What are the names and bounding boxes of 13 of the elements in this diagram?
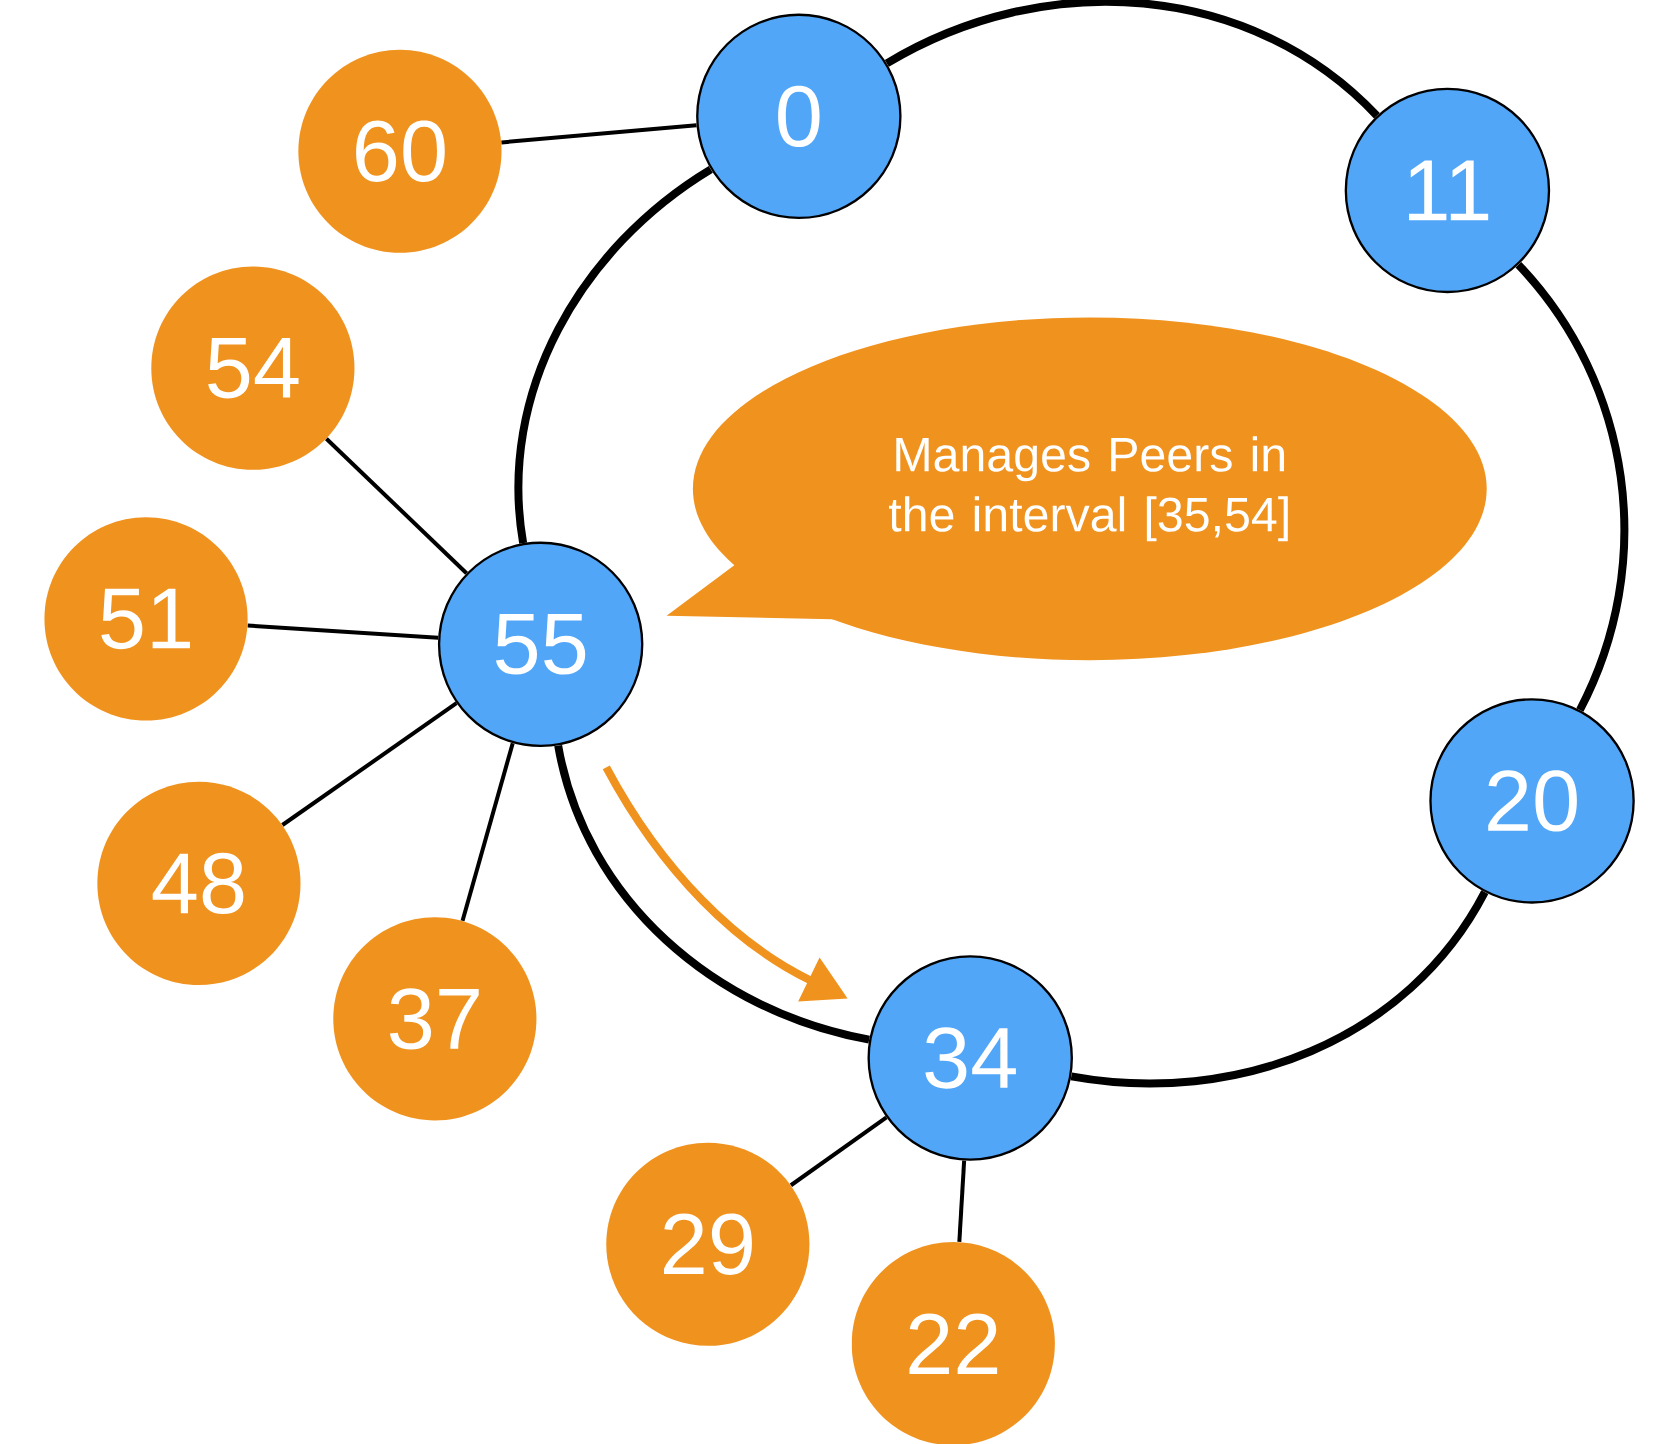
link-line — [957, 1160, 967, 1242]
link-line — [789, 1115, 888, 1187]
link-line — [501, 123, 697, 145]
speech-bubble: Manages Peers in the interval [35,54] — [666, 317, 1487, 661]
link-line — [460, 742, 515, 922]
ring-arc — [554, 744, 871, 1044]
ring-arc — [884, 0, 1380, 119]
ring-arc — [1515, 262, 1629, 712]
link-line — [247, 623, 439, 640]
link-line — [281, 701, 458, 827]
ring-arc — [1070, 890, 1489, 1088]
link-line — [325, 437, 468, 575]
ring-arc — [514, 165, 714, 544]
